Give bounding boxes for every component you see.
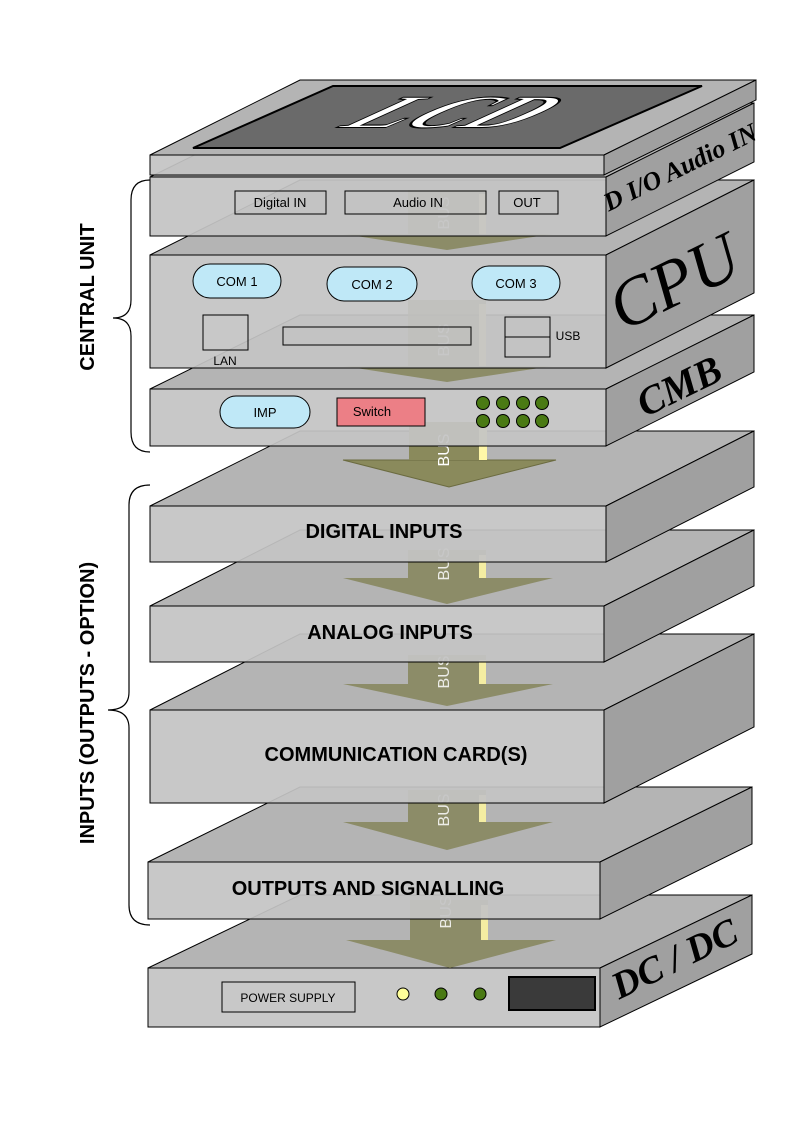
digital-inputs-label: DIGITAL INPUTS <box>305 521 462 543</box>
display-window <box>508 976 596 1011</box>
com1-label: COM 1 <box>216 274 257 289</box>
led-array <box>476 396 549 428</box>
com1-port <box>192 263 282 299</box>
lan-port <box>202 314 249 351</box>
switch-control <box>336 397 426 427</box>
com3-label: COM 3 <box>495 276 536 291</box>
communication-front-face <box>149 709 605 804</box>
dio-front-face <box>149 176 607 237</box>
imp-label: IMP <box>253 405 276 420</box>
digital-front-face <box>149 505 607 563</box>
com3-port <box>471 265 561 301</box>
com2-port <box>326 266 418 302</box>
analog-inputs-label: ANALOG INPUTS <box>307 622 473 644</box>
digital-in-label: Digital IN <box>254 195 307 210</box>
communication-label: COMMUNICATION CARD(S) <box>265 744 528 766</box>
power-supply-label: POWER SUPPLY <box>240 991 335 1005</box>
outputs-front-face <box>147 861 601 920</box>
out-label: OUT <box>513 195 541 210</box>
analog-front-face <box>149 605 605 663</box>
layer-lcd: LCD <box>149 79 757 176</box>
bus-arrow: BUS <box>343 790 553 850</box>
audio-in-port <box>344 190 487 215</box>
card-slot <box>282 326 472 346</box>
inputs-brace <box>107 484 151 926</box>
digital-in-port <box>234 190 327 215</box>
usb-label: USB <box>556 329 581 343</box>
switch-label: Switch <box>353 404 391 419</box>
central-unit-label: CENTRAL UNIT <box>77 223 99 370</box>
central-unit-brace <box>112 179 151 453</box>
outputs-label: OUTPUTS AND SIGNALLING <box>232 878 505 900</box>
out-port <box>498 190 559 215</box>
lcd-screen <box>192 85 703 149</box>
led-green <box>434 987 448 1001</box>
led-yellow <box>396 987 410 1001</box>
imp-port <box>219 395 311 429</box>
lcd-front-face <box>149 154 605 176</box>
inputs-group-label: INPUTS (OUTPUTS - OPTION) <box>77 562 99 844</box>
com2-label: COM 2 <box>351 277 392 292</box>
audio-in-label: Audio IN <box>393 195 443 210</box>
central-unit-group: CENTRAL UNIT <box>77 179 151 453</box>
led-green <box>473 987 487 1001</box>
bus-label: BUS <box>436 656 453 689</box>
power-supply-box <box>221 981 356 1013</box>
lan-label: LAN <box>213 354 236 368</box>
inputs-group: INPUTS (OUTPUTS - OPTION) <box>77 484 151 926</box>
